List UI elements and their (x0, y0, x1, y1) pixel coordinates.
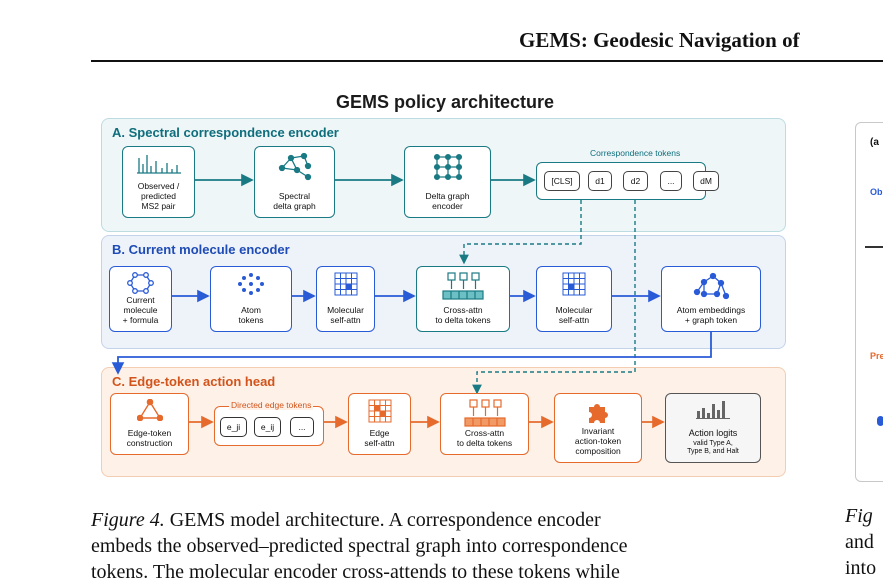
atom-tokens-label: Atom tokens (238, 305, 264, 325)
edge-token-construction-box: Edge-token construction (110, 393, 189, 455)
right-panel-item2: Pre (870, 351, 883, 361)
attention-grid-icon (537, 272, 611, 296)
edge-self-attn-label: Edge self-attn (364, 428, 395, 448)
figure-title: GEMS policy architecture (335, 92, 555, 112)
directed-edge-tokens-title: Directed edge tokens (229, 400, 314, 410)
dashed-to-c-cross (472, 200, 636, 395)
right-caption-line-3: into (845, 557, 877, 579)
attention-grid-icon (317, 272, 374, 296)
delta-graph-encoder-label: Delta graph encoder (425, 191, 470, 211)
figure-caption: Figure 4. GEMS model architecture. A cor… (91, 507, 797, 585)
token-dm: dM (693, 171, 719, 191)
arrow-b-to-c (111, 332, 712, 375)
delta-graph-encoder-box: Delta graph encoder (404, 146, 491, 218)
atom-tokens-box: Atom tokens (210, 266, 292, 332)
action-logits-sublabel: valid Type A, Type B, and Halt (687, 440, 739, 455)
attention-grid-icon (349, 399, 410, 423)
caption-line-1: Figure 4. GEMS model architecture. A cor… (91, 507, 797, 533)
spectral-delta-graph-box: Spectral delta graph (254, 146, 335, 218)
edge-self-attn-box: Edge self-attn (348, 393, 411, 455)
architecture-figure: GEMS policy architecture A. Spectral (92, 82, 798, 482)
token-d1: d1 (588, 171, 612, 191)
molecular-self-attn-2-label: Molecular self-attn (555, 305, 593, 325)
edge-token-construction-label: Edge-token construction (126, 428, 173, 448)
token-cls: [CLS] (544, 171, 580, 191)
section-a-label: A. Spectral correspondence encoder (112, 125, 339, 140)
token-e-ji: e_ji (220, 417, 247, 437)
token-edge-ellipsis: ... (290, 417, 314, 437)
section-b-label: B. Current molecule encoder (112, 242, 290, 257)
token-ellipsis: ... (660, 171, 682, 191)
right-panel-line (865, 246, 883, 248)
molecular-self-attn-1-label: Molecular self-attn (327, 305, 364, 325)
right-caption: Fig and into (845, 503, 876, 581)
correspondence-tokens-title: Correspondence tokens (590, 148, 681, 158)
cross-attention-icon (417, 272, 509, 302)
section-c-label: C. Edge-token action head (112, 374, 276, 389)
observed-predicted-box: Observed / predicted MS2 pair (122, 146, 195, 218)
atom-dots-icon (211, 272, 291, 296)
b-cross-attn-box: Cross-attn to delta tokens (416, 266, 510, 332)
puzzle-piece-icon (555, 399, 641, 425)
token-e-ij: e_ij (254, 417, 281, 437)
bar-chart-icon (666, 399, 760, 419)
flow-arrows (111, 173, 712, 429)
right-caption-line-1: Fig (845, 505, 873, 527)
current-molecule-box: Current molecule + formula (109, 266, 172, 332)
graph-icon (255, 152, 334, 182)
action-logits-label: Action logits (688, 428, 738, 438)
header-rule (91, 60, 883, 62)
right-panel-marker (877, 416, 883, 426)
token-d2: d2 (623, 171, 648, 191)
right-figure-panel (855, 122, 883, 482)
spectrum-icon (123, 152, 194, 174)
atom-embeddings-label: Atom embeddings + graph token (676, 305, 746, 325)
cross-attention-icon (441, 399, 528, 429)
caption-label: Figure 4. (91, 509, 165, 531)
right-caption-line-2: and (845, 531, 874, 553)
invariant-composition-box: Invariant action-token composition (554, 393, 642, 463)
atom-embeddings-box: Atom embeddings + graph token (661, 266, 761, 332)
observed-predicted-label: Observed / predicted MS2 pair (137, 181, 180, 211)
dashed-to-b-cross (459, 200, 582, 265)
caption-line-2: embeds the observed–predicted spectral g… (91, 535, 628, 557)
molecule-icon (110, 272, 171, 294)
grid-network-icon (405, 152, 490, 182)
action-logits-box: Action logits valid Type A, Type B, and … (665, 393, 761, 463)
current-molecule-label: Current molecule + formula (122, 295, 159, 325)
c-cross-attn-box: Cross-attn to delta tokens (440, 393, 529, 455)
c-cross-attn-label: Cross-attn to delta tokens (456, 428, 513, 448)
molecule-graph-icon (662, 272, 760, 300)
triangle-graph-icon (111, 399, 188, 421)
right-panel-item1: Ob (870, 187, 883, 197)
right-panel-tag: (a (870, 137, 879, 148)
b-cross-attn-label: Cross-attn to delta tokens (435, 305, 491, 325)
spectral-delta-graph-label: Spectral delta graph (273, 191, 316, 211)
caption-line-1-text: GEMS model architecture. A correspondenc… (164, 509, 601, 531)
running-header-title: GEMS: Geodesic Navigation of (519, 28, 800, 52)
caption-line-3: tokens. The molecular encoder cross-atte… (91, 561, 620, 583)
molecular-self-attn-1-box: Molecular self-attn (316, 266, 375, 332)
invariant-composition-label: Invariant action-token composition (574, 426, 622, 456)
molecular-self-attn-2-box: Molecular self-attn (536, 266, 612, 332)
